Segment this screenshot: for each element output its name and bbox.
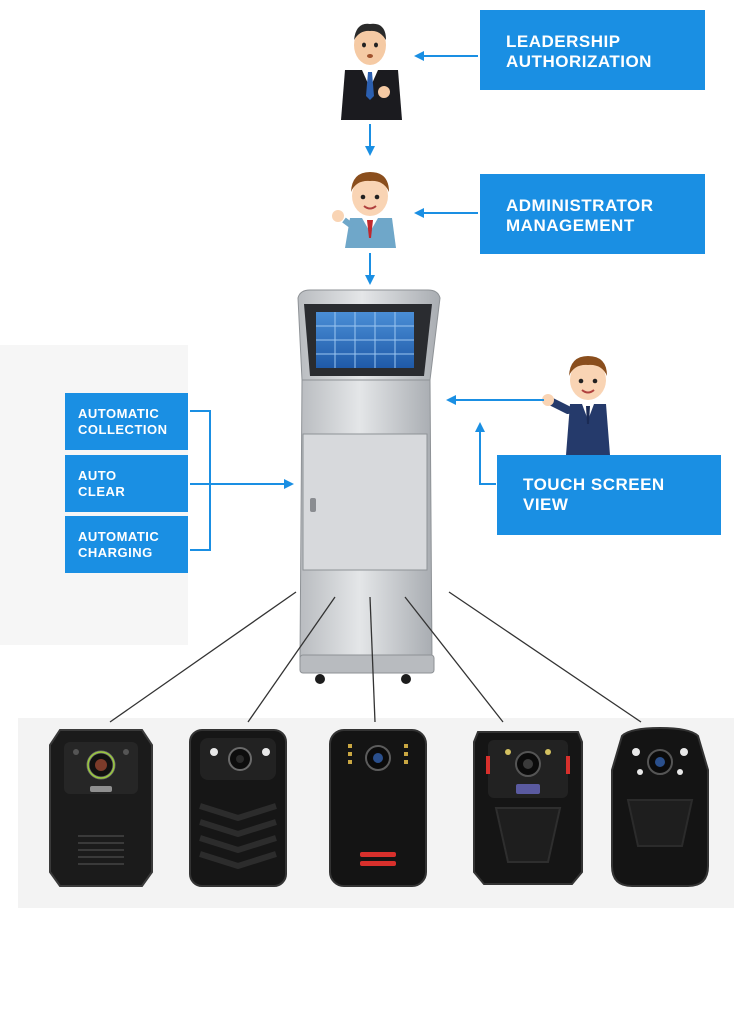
auto-clear-box: AUTO CLEAR: [65, 455, 188, 512]
automatic-charging-box: AUTOMATIC CHARGING: [65, 516, 188, 573]
administrator-figure: [332, 172, 396, 248]
collection-line-1: AUTOMATIC: [78, 406, 160, 421]
touch-screen-line-2: VIEW: [523, 495, 569, 515]
leader-figure: [341, 23, 402, 120]
leadership-line-2: AUTHORIZATION: [506, 52, 652, 72]
administrator-management-box: ADMINISTRATOR MANAGEMENT: [480, 174, 705, 254]
administrator-line-2: MANAGEMENT: [506, 216, 635, 236]
charging-line-1: AUTOMATIC: [78, 529, 160, 544]
charging-kiosk: [297, 289, 441, 684]
automatic-collection-box: AUTOMATIC COLLECTION: [65, 393, 188, 450]
camera-connectors: [109, 591, 642, 723]
features-bracket: [190, 410, 211, 551]
body-camera-2: [189, 729, 287, 887]
clear-line-2: CLEAR: [78, 484, 126, 500]
connector-camera-1: [109, 591, 297, 723]
administrator-line-1: ADMINISTRATOR: [506, 196, 654, 215]
connector-camera-3: [369, 596, 376, 723]
kiosk-wheel: [401, 674, 411, 684]
kiosk-door-handle: [310, 498, 316, 512]
connector-camera-5: [448, 591, 642, 723]
kiosk-screen-grid: [316, 312, 414, 368]
body-camera-5: [611, 726, 709, 887]
body-camera-3: [329, 729, 427, 887]
touch-screen-view-box: TOUCH SCREEN VIEW: [497, 455, 721, 535]
kiosk-wheel: [315, 674, 325, 684]
body-camera-4: [473, 731, 583, 885]
touch-screen-line-1: TOUCH SCREEN: [523, 475, 665, 494]
clear-line-1: AUTO: [78, 468, 117, 483]
connector-camera-4: [404, 596, 504, 723]
charging-line-2: CHARGING: [78, 545, 153, 561]
flow-arrows: [190, 51, 544, 551]
arrow-touch-screen-view: [475, 422, 496, 485]
connector-camera-2: [247, 596, 336, 723]
leadership-line-1: LEADERSHIP: [506, 32, 621, 51]
leadership-authorization-box: LEADERSHIP AUTHORIZATION: [480, 10, 705, 90]
body-camera-1: [49, 729, 153, 887]
collection-line-2: COLLECTION: [78, 422, 168, 438]
kiosk-cabinet-door: [302, 433, 428, 571]
officer-figure: [542, 356, 610, 455]
